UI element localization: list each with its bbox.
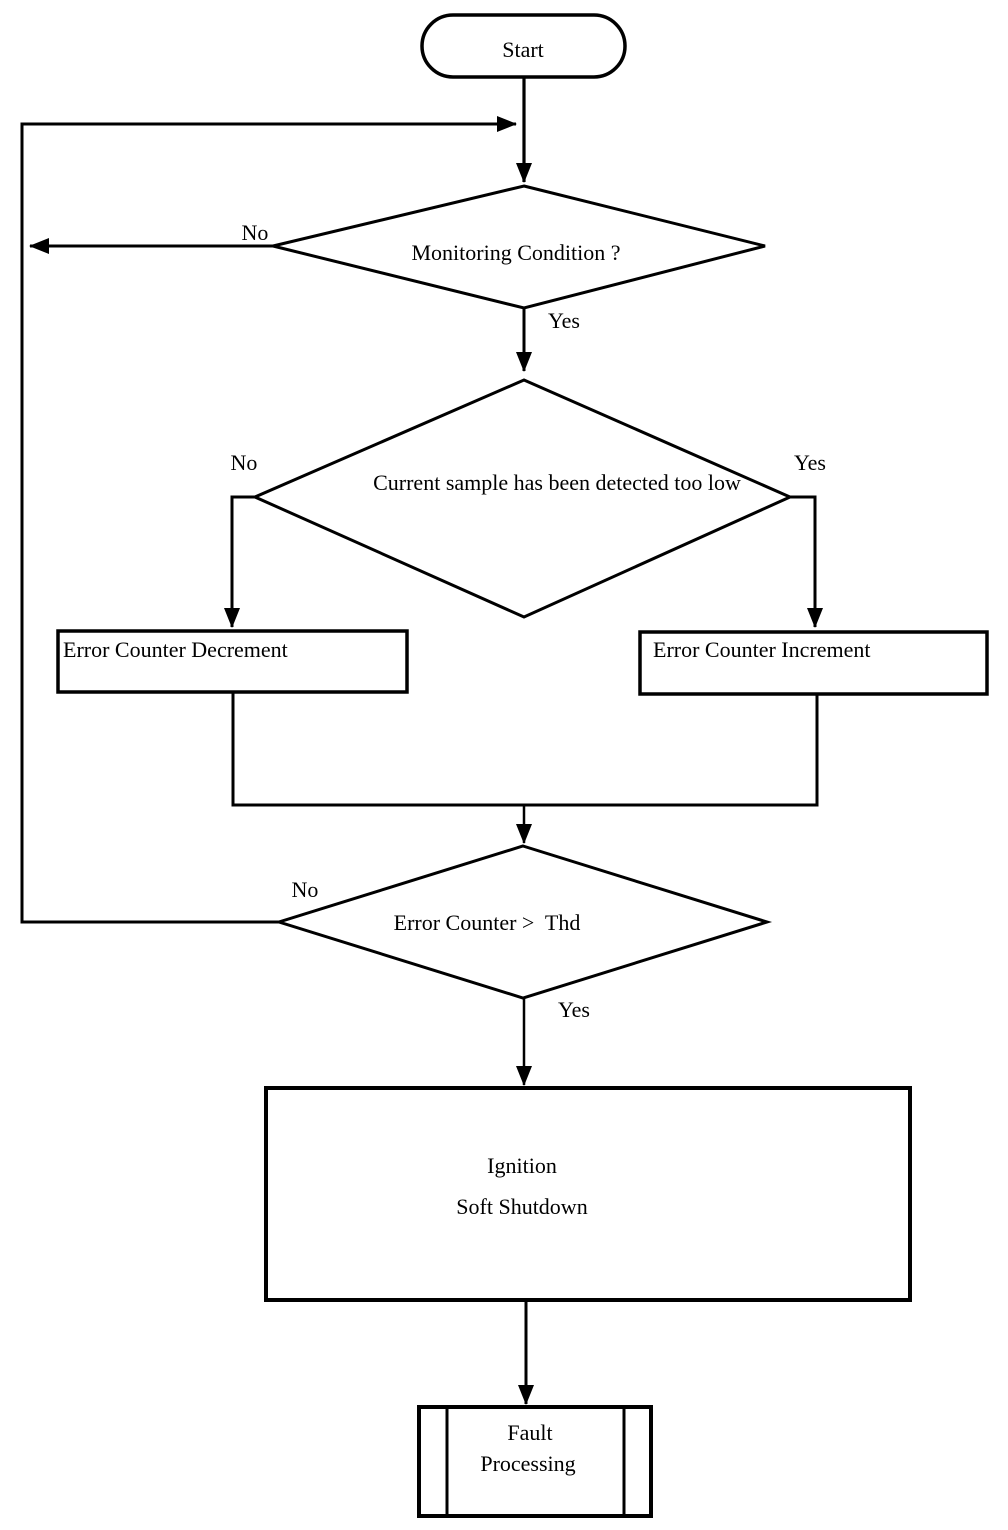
current-sample-label: Current sample has been detected too low xyxy=(373,470,741,495)
fault-processing-predefined xyxy=(417,1405,653,1518)
ignition-label-line2: Soft Shutdown xyxy=(456,1194,587,1219)
ignition-label-line1: Ignition xyxy=(487,1153,557,1178)
error-counter-threshold-label: Error Counter > Thd xyxy=(394,910,581,935)
label-threshold-no: No xyxy=(292,877,319,902)
label-monitoring-no: No xyxy=(242,220,269,245)
error-counter-decrement-process xyxy=(56,629,409,694)
label-threshold-yes: Yes xyxy=(558,997,590,1022)
error-counter-threshold-decision xyxy=(273,844,773,1000)
monitoring-condition-decision xyxy=(272,184,766,310)
ignition-soft-shutdown-process xyxy=(264,1086,912,1302)
edge-sample-no xyxy=(224,495,255,628)
current-sample-decision xyxy=(251,378,794,619)
error-counter-increment-process xyxy=(638,630,989,696)
error-counter-decrement-label: Error Counter Decrement xyxy=(63,637,288,662)
fault-label-line2: Processing xyxy=(480,1451,575,1476)
start-terminator xyxy=(420,13,627,79)
edge-sample-yes xyxy=(790,495,823,628)
label-sample-no: No xyxy=(231,450,258,475)
fault-label-line1: Fault xyxy=(507,1420,552,1445)
error-counter-increment-label: Error Counter Increment xyxy=(653,637,870,662)
edge-threshold-no-loop xyxy=(20,116,517,924)
edge-merge-rail xyxy=(231,692,819,807)
label-monitoring-yes: Yes xyxy=(548,308,580,333)
start-label: Start xyxy=(502,37,544,62)
monitoring-condition-label: Monitoring Condition ? xyxy=(412,240,621,265)
label-sample-yes: Yes xyxy=(794,450,826,475)
